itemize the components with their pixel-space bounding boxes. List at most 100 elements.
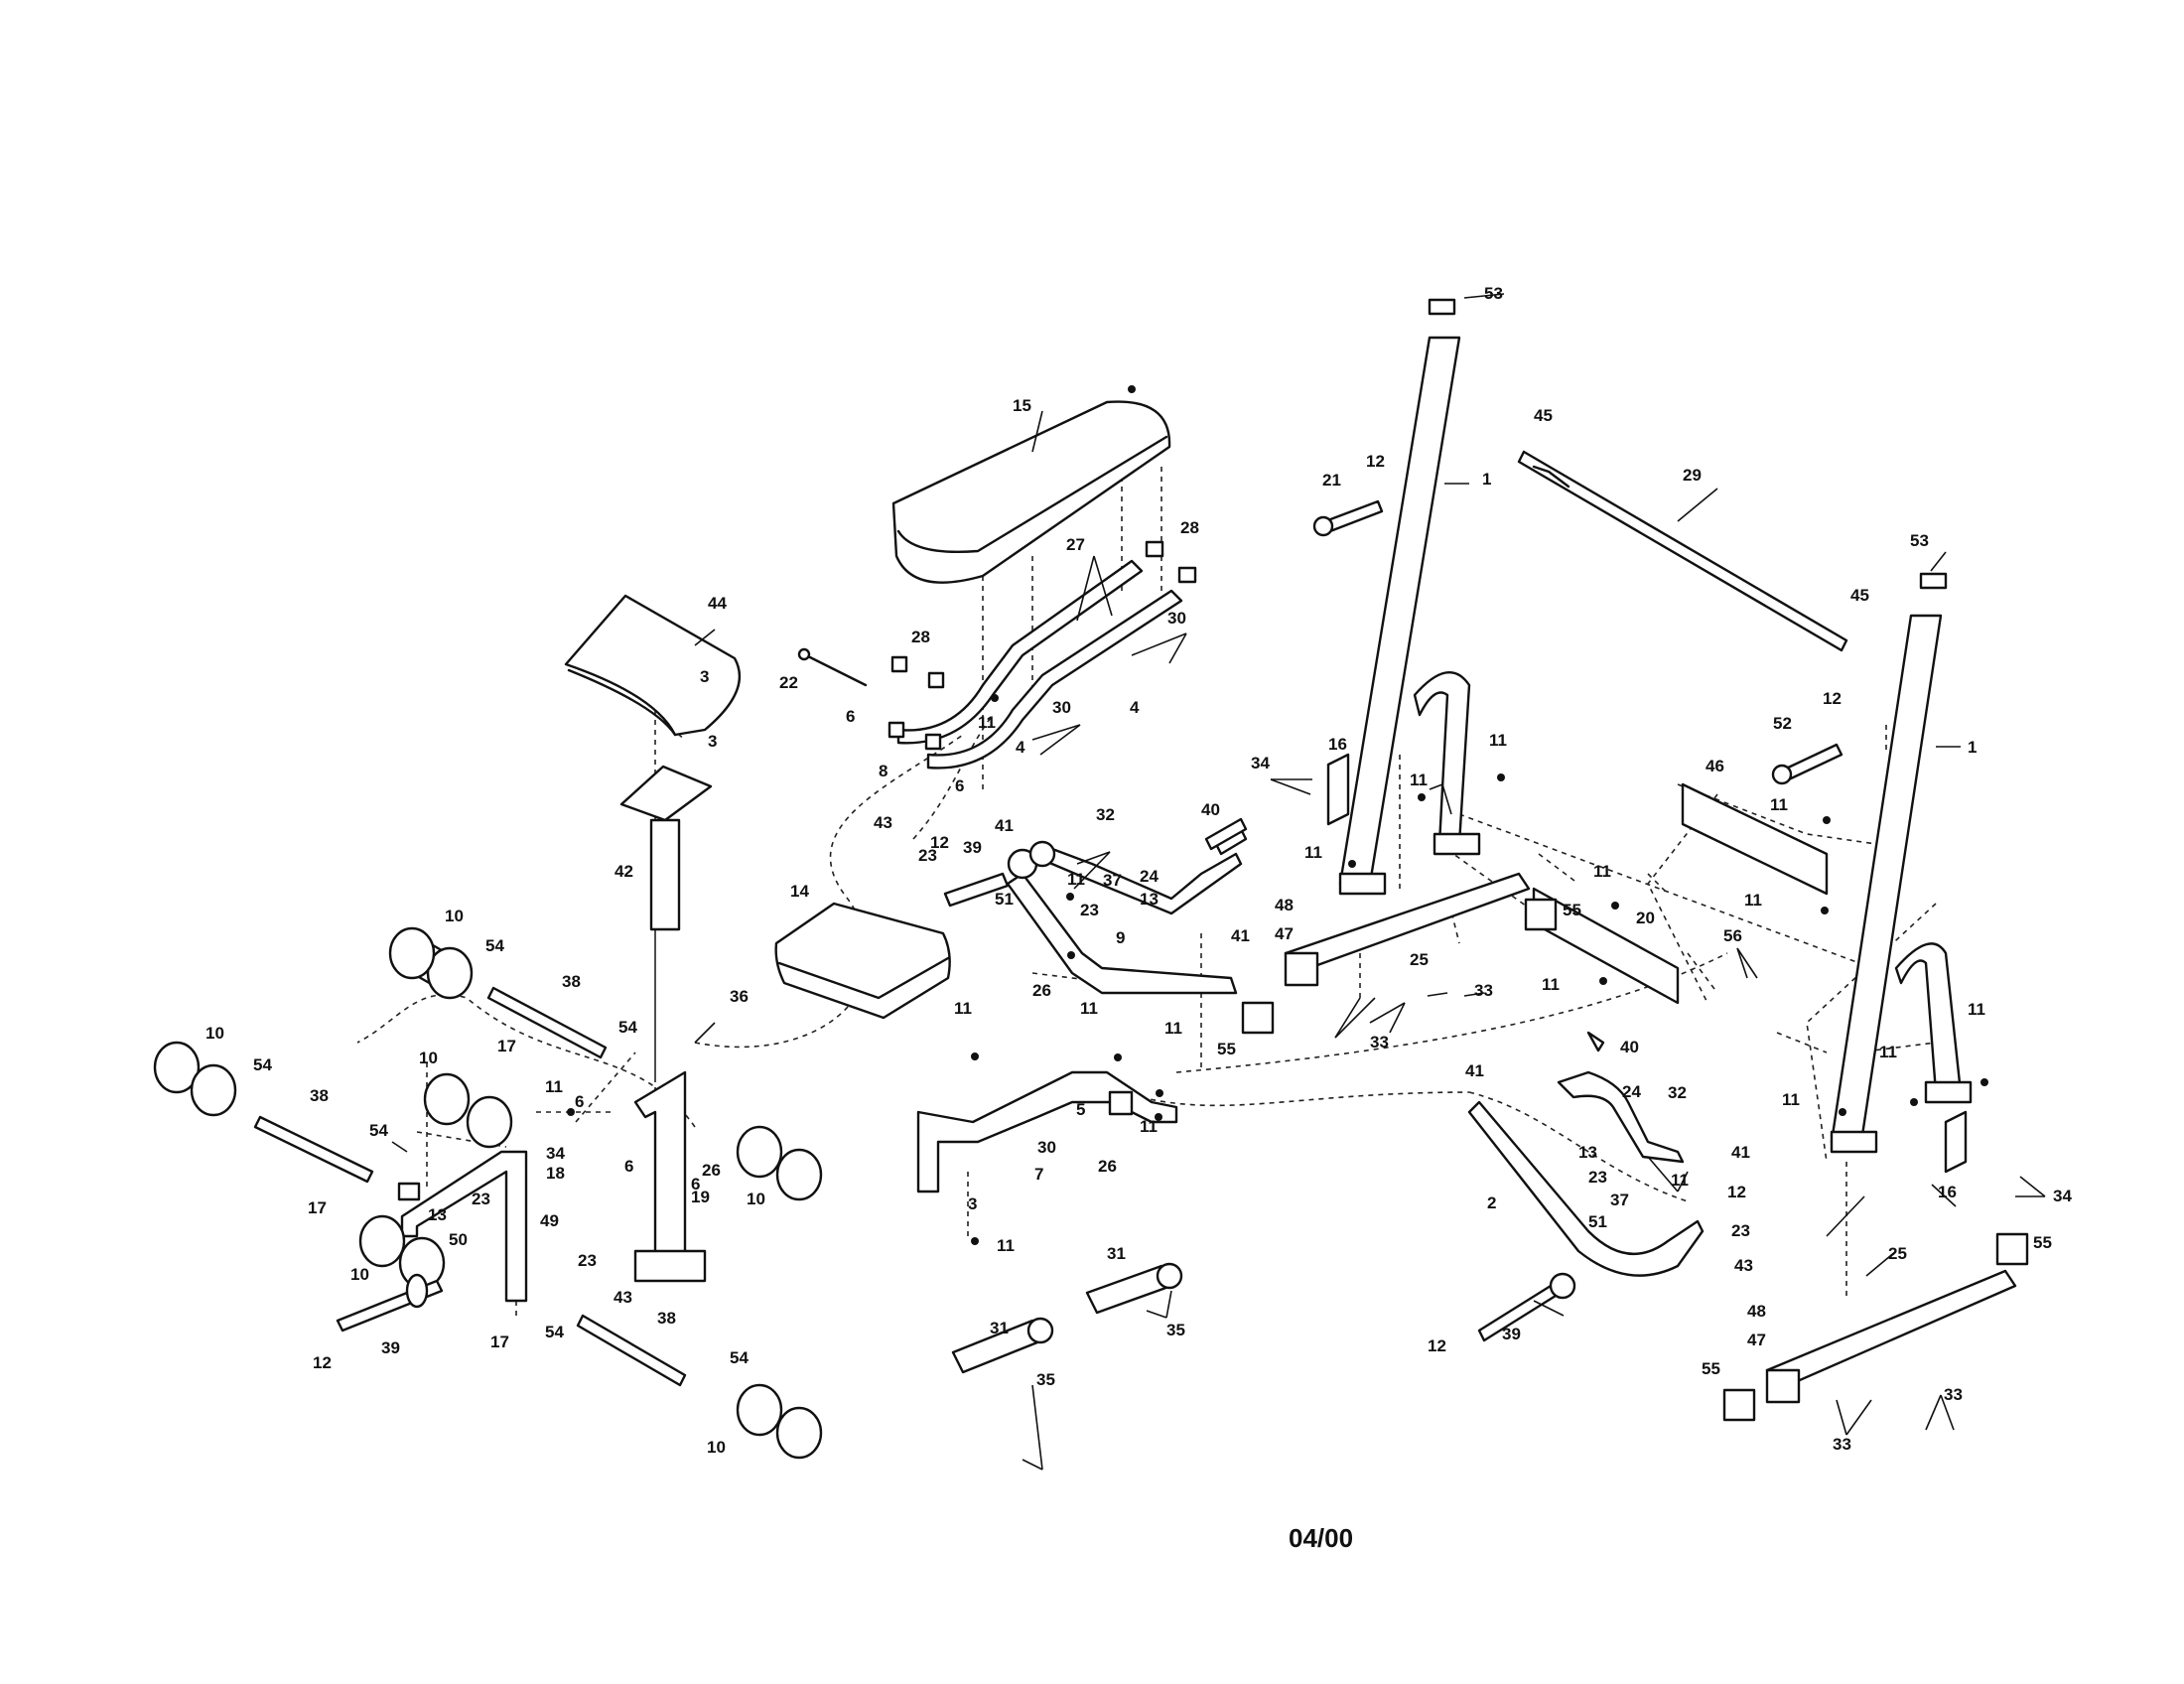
part-25-base-tube-lower <box>1765 1269 2017 1404</box>
callout-11: 11 <box>1879 1043 1897 1061</box>
callout-38: 38 <box>657 1309 676 1328</box>
callout-30: 30 <box>1167 609 1186 628</box>
callout-16: 16 <box>1938 1183 1957 1201</box>
callout-54: 54 <box>253 1055 272 1074</box>
callout-38: 38 <box>310 1086 329 1105</box>
callout-54: 54 <box>485 936 504 955</box>
part-44-preacher-pad <box>564 594 742 737</box>
part-28-end-cap <box>887 540 1197 751</box>
callout-10: 10 <box>747 1190 765 1208</box>
callout-18: 18 <box>546 1164 565 1183</box>
callout-10: 10 <box>419 1049 438 1067</box>
callout-41: 41 <box>1465 1061 1484 1080</box>
part-38-rod <box>253 986 687 1387</box>
callout-12: 12 <box>1823 689 1842 708</box>
callout-10: 10 <box>205 1024 224 1043</box>
callout-11: 11 <box>1744 891 1762 910</box>
callout-45: 45 <box>1534 406 1553 425</box>
callout-11: 11 <box>1489 731 1507 750</box>
callout-39: 39 <box>963 838 982 857</box>
callout-40: 40 <box>1620 1038 1639 1056</box>
callout-23: 23 <box>1731 1221 1750 1240</box>
callout-labels: 1 1 2 3 3 3 4 4 5 6 6 6 6 6 7 8 9 10 10 … <box>205 284 2072 1457</box>
callout-3: 3 <box>700 667 709 686</box>
callout-37: 37 <box>1610 1191 1629 1209</box>
part-1-upright-left <box>1338 298 1481 896</box>
callout-37: 37 <box>1103 871 1122 890</box>
callout-1: 1 <box>1968 738 1977 757</box>
callout-20: 20 <box>1636 909 1655 927</box>
callout-10: 10 <box>707 1438 726 1457</box>
callout-3: 3 <box>968 1194 977 1213</box>
leader-lines <box>391 293 2046 1471</box>
callout-17: 17 <box>497 1037 516 1055</box>
part-39-weight-horn <box>943 840 1056 908</box>
callout-53: 53 <box>1484 284 1503 303</box>
callout-32: 32 <box>1096 805 1115 824</box>
callout-11: 11 <box>978 713 996 732</box>
part-10-roller-a <box>388 926 474 1000</box>
part-22-bolt <box>797 647 868 687</box>
part-2-arm-lever <box>1467 1070 1705 1277</box>
callout-6: 6 <box>955 776 964 795</box>
callout-54: 54 <box>369 1121 388 1140</box>
callout-3: 3 <box>708 732 717 751</box>
callout-35: 35 <box>1036 1370 1055 1389</box>
callout-2: 2 <box>1487 1193 1496 1212</box>
part-21-pin <box>1312 499 1384 537</box>
callout-34: 34 <box>1251 754 1270 772</box>
callout-17: 17 <box>490 1333 509 1351</box>
callout-11: 11 <box>1164 1019 1182 1038</box>
callout-21: 21 <box>1322 471 1341 490</box>
callout-11: 11 <box>1067 870 1085 889</box>
callout-23: 23 <box>578 1251 597 1270</box>
part-46-crossbar <box>1681 782 1829 896</box>
callout-23: 23 <box>1588 1168 1607 1187</box>
part-10-roller-c <box>423 1072 513 1149</box>
callout-12: 12 <box>930 833 949 852</box>
callout-11: 11 <box>1770 795 1788 814</box>
part-39-handle-left <box>336 1273 444 1333</box>
callout-4: 4 <box>1130 698 1140 717</box>
callout-32: 32 <box>1668 1083 1687 1102</box>
callout-41: 41 <box>995 816 1014 835</box>
callout-28: 28 <box>1180 518 1199 537</box>
part-18-leg-frame <box>397 1150 528 1303</box>
callout-39: 39 <box>1502 1325 1521 1343</box>
callout-23: 23 <box>472 1190 490 1208</box>
callout-11: 11 <box>1080 999 1098 1018</box>
part-5-main-frame <box>916 1070 1178 1193</box>
part-40-handle <box>1204 817 1605 1052</box>
part-10-roller-f <box>736 1383 823 1460</box>
callout-12: 12 <box>1428 1336 1446 1355</box>
callout-25: 25 <box>1410 950 1429 969</box>
part-10-roller-e <box>736 1125 823 1201</box>
callout-11: 11 <box>1782 1090 1800 1109</box>
callout-55: 55 <box>2033 1233 2052 1252</box>
callout-6: 6 <box>624 1157 633 1176</box>
callout-29: 29 <box>1683 466 1702 485</box>
callout-14: 14 <box>790 882 809 901</box>
callout-19: 19 <box>691 1188 710 1206</box>
callout-11: 11 <box>545 1077 563 1096</box>
part-10-roller-d <box>358 1214 446 1290</box>
callout-11: 11 <box>1410 771 1428 789</box>
part-29-bar <box>1517 450 1848 652</box>
callout-26: 26 <box>1032 981 1051 1000</box>
callout-11: 11 <box>1542 975 1560 994</box>
callout-44: 44 <box>708 594 727 613</box>
callout-17: 17 <box>308 1198 327 1217</box>
callout-38: 38 <box>562 972 581 991</box>
callout-42: 42 <box>614 862 633 881</box>
callout-10: 10 <box>350 1265 369 1284</box>
callout-52: 52 <box>1773 714 1792 733</box>
callout-41: 41 <box>1231 926 1250 945</box>
callout-33: 33 <box>1474 981 1493 1000</box>
callout-23: 23 <box>1080 901 1099 919</box>
callout-47: 47 <box>1747 1331 1766 1349</box>
callout-7: 7 <box>1034 1165 1043 1184</box>
part-15-backrest-pad <box>891 400 1171 584</box>
part-19-upright-post <box>633 1070 707 1283</box>
callout-55: 55 <box>1563 901 1581 919</box>
